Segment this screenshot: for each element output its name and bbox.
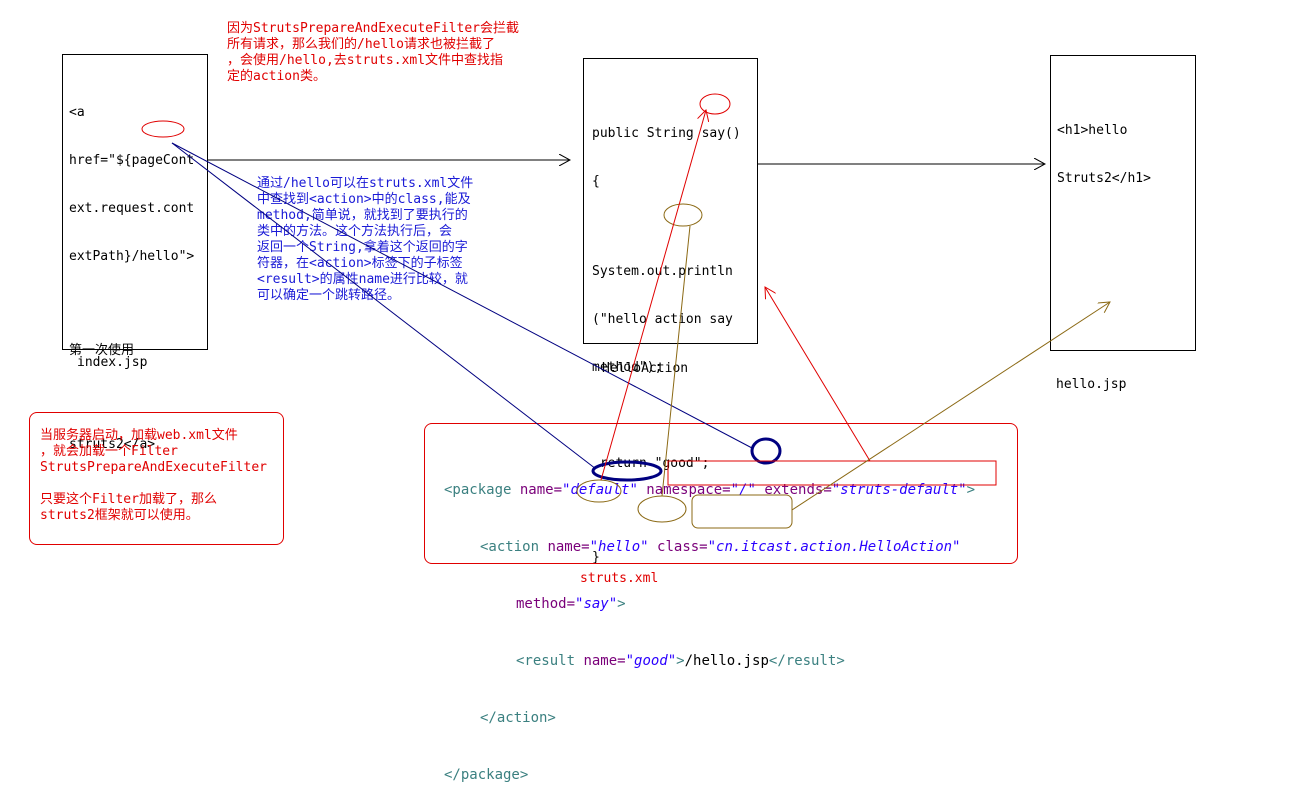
index-jsp-code: <a href="${pageCont ext.request.cont ext… bbox=[69, 73, 194, 485]
xml-action-close-line: </action> bbox=[444, 709, 975, 728]
xml-token: </package> bbox=[444, 767, 529, 783]
code-line: { bbox=[592, 174, 600, 189]
xml-token: "good" bbox=[625, 653, 677, 669]
index-jsp-caption: index.jsp bbox=[77, 355, 148, 370]
code-line: } bbox=[592, 550, 600, 565]
mapping-note: 通过/hello可以在struts.xml文件 中查找到<action>中的cl… bbox=[257, 176, 474, 303]
xml-token: </result> bbox=[768, 653, 845, 669]
code-line: <a bbox=[69, 105, 85, 120]
xml-token: name= bbox=[539, 539, 590, 555]
index-jsp-box: <a href="${pageCont ext.request.cont ext… bbox=[62, 54, 208, 452]
say-highlight-ring bbox=[699, 93, 731, 115]
code-line: method"); bbox=[592, 360, 663, 375]
xml-package-close-line: </package> bbox=[444, 766, 975, 785]
code-line: public String say() bbox=[592, 126, 741, 141]
hello-highlight-ring bbox=[141, 120, 185, 138]
xml-token: "/" bbox=[730, 482, 756, 498]
result-name-highlight-ring bbox=[637, 495, 687, 523]
hello-to-action-name-line bbox=[171, 142, 597, 470]
xml-token: > bbox=[966, 482, 976, 498]
xml-token: > bbox=[617, 596, 626, 612]
hello-action-code: public String say() { System.out.println… bbox=[592, 94, 741, 598]
xml-token: "cn.itcast.action.HelloAction" bbox=[707, 539, 961, 555]
xml-token: <action bbox=[480, 539, 540, 555]
code-line: ("hello action say bbox=[592, 312, 733, 327]
hello-jsp-caption: hello.jsp bbox=[1056, 377, 1127, 392]
xml-token: name= bbox=[511, 482, 563, 498]
xml-token: </action> bbox=[480, 710, 556, 726]
filter-note: 因为StrutsPrepareAndExecuteFilter会拦截 所有请求，… bbox=[227, 21, 519, 84]
xml-token: "struts-default" bbox=[831, 482, 967, 498]
hello-action-box: public String say() { System.out.println… bbox=[583, 58, 758, 565]
code-line: <h1>hello bbox=[1057, 123, 1128, 138]
xml-token: <package bbox=[444, 482, 512, 498]
startup-note: 当服务器启动，加载web.xml文件 ，就会加载一个Filter StrutsP… bbox=[40, 428, 267, 523]
class-highlight-box bbox=[667, 460, 997, 486]
xml-token: /hello.jsp bbox=[684, 653, 769, 669]
xml-token: namespace= bbox=[637, 482, 731, 498]
hello-jsp-code: <h1>hello Struts2</h1> bbox=[1057, 91, 1151, 219]
good-highlight-ring bbox=[663, 203, 703, 227]
xml-token: extends= bbox=[755, 482, 832, 498]
code-line: extPath}/hello"> bbox=[69, 249, 195, 264]
code-line: ext.request.cont bbox=[69, 201, 195, 216]
code-line: Struts2</h1> bbox=[1057, 171, 1151, 186]
connector-layer bbox=[141, 93, 1292, 529]
class-to-action-arrow bbox=[765, 287, 871, 462]
result-path-highlight-box bbox=[691, 494, 793, 529]
xml-token: > bbox=[676, 653, 685, 669]
struts-xml-box bbox=[424, 423, 1018, 564]
xml-token: "hello" bbox=[589, 539, 649, 555]
xml-token: class= bbox=[648, 539, 708, 555]
namespace-highlight-ring bbox=[750, 437, 782, 465]
method-to-say-arrow bbox=[600, 110, 706, 481]
method-highlight-ring bbox=[576, 479, 622, 503]
startup-note-box: 当服务器启动，加载web.xml文件 ，就会加载一个Filter StrutsP… bbox=[29, 412, 284, 545]
code-line: struts2</a> bbox=[69, 437, 156, 452]
xml-token: <result bbox=[516, 653, 576, 669]
action-name-highlight-ring bbox=[591, 460, 663, 482]
struts-xml-caption: struts.xml bbox=[580, 571, 659, 586]
good-to-result-name-line bbox=[661, 225, 691, 497]
xml-token: name= bbox=[575, 653, 626, 669]
hello-action-caption: HelloAction bbox=[602, 361, 689, 376]
hello-jsp-box: <h1>hello Struts2</h1> bbox=[1050, 55, 1196, 351]
xml-action-line: <action name="hello" class="cn.itcast.ac… bbox=[444, 538, 975, 557]
hello-to-namespace-line bbox=[171, 142, 753, 449]
code-line: href="${pageCont bbox=[69, 153, 195, 168]
xml-result-line: <result name="good">/hello.jsp</result> bbox=[444, 652, 975, 671]
code-line: 第一次使用 bbox=[69, 343, 135, 358]
result-path-to-hello-jsp-arrow bbox=[791, 302, 1110, 511]
code-line: System.out.println bbox=[592, 264, 733, 279]
